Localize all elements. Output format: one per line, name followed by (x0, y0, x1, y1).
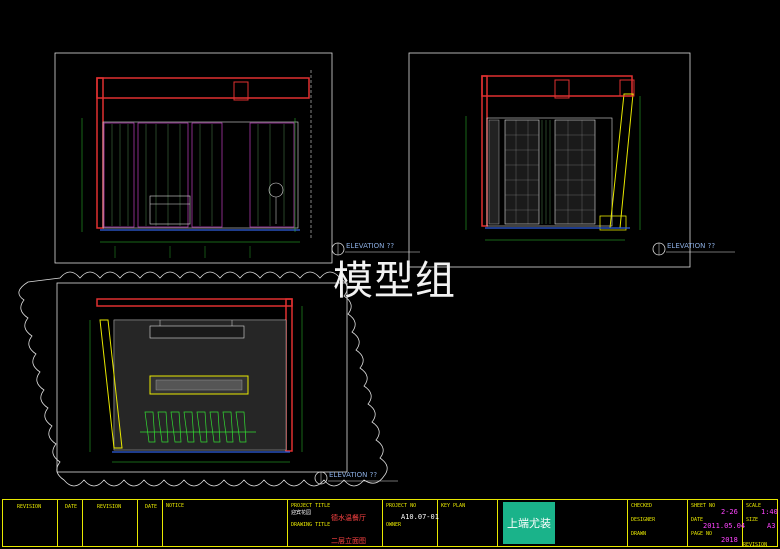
date-label: DATE (691, 517, 704, 523)
date-header-2: DATE (145, 504, 158, 510)
date-header-1: DATE (65, 504, 78, 510)
drawing-number: A10.07-01 (401, 513, 439, 521)
sheet-no-value: 2-26 (721, 508, 738, 516)
revision-label: REVISION (743, 542, 768, 548)
designer-label: DESIGNER (631, 517, 656, 523)
title-block: REVISION DATE REVISION DATE NOTICE PROJE… (2, 499, 778, 548)
project-title-value: 迎宾花园 (291, 510, 312, 516)
frame-elevation-3 (56, 282, 348, 473)
drawing-title-label: DRAWING TITLE (291, 522, 331, 528)
scale-value: 1:40 (761, 508, 778, 516)
notes-title: NOTICE (166, 503, 185, 509)
size-label: SIZE (746, 517, 759, 523)
elevation-2-drawing (465, 75, 641, 241)
size-value: A3 (767, 522, 776, 530)
drawing-title-value: 二层立面图 (331, 537, 366, 545)
frame-elevation-2 (408, 52, 691, 268)
project-no-label: PROJECT NO (386, 503, 417, 509)
elevation-marker-1 (331, 242, 420, 256)
elevation-label-2: ELEVATION ?? (667, 242, 716, 250)
checked-label: CHECKED (631, 503, 653, 509)
revision-header-1: REVISION (17, 504, 42, 510)
watermark: 模型组 (333, 258, 456, 304)
elevation-1-drawing (81, 70, 312, 258)
key-plan-label: KEY PLAN (441, 503, 466, 509)
revision-cloud (18, 271, 388, 487)
project-title-cn: 德水温餐厅 (331, 514, 366, 522)
frame-elevation-1 (54, 52, 333, 264)
owner-label: OWNER (386, 522, 402, 528)
sheet-no-label: SHEET NO (691, 503, 716, 509)
elevation-3-drawing (89, 298, 303, 463)
page-no-value: 2018 (721, 536, 738, 544)
elevation-marker-3 (314, 471, 398, 485)
date-value: 2011.05.04 (703, 522, 746, 530)
project-title-label: PROJECT TITLE (291, 503, 331, 509)
drawn-label: DRAWN (631, 531, 647, 537)
elevation-label-1: ELEVATION ?? (346, 242, 395, 250)
company-logo: 上端尤装 (503, 502, 555, 544)
elevation-marker-2 (652, 242, 735, 256)
revision-header-2: REVISION (97, 504, 122, 510)
scale-label: SCALE (746, 503, 762, 509)
page-no-label: PAGE NO (691, 531, 713, 537)
elevation-label-3: ELEVATION ?? (329, 471, 378, 479)
